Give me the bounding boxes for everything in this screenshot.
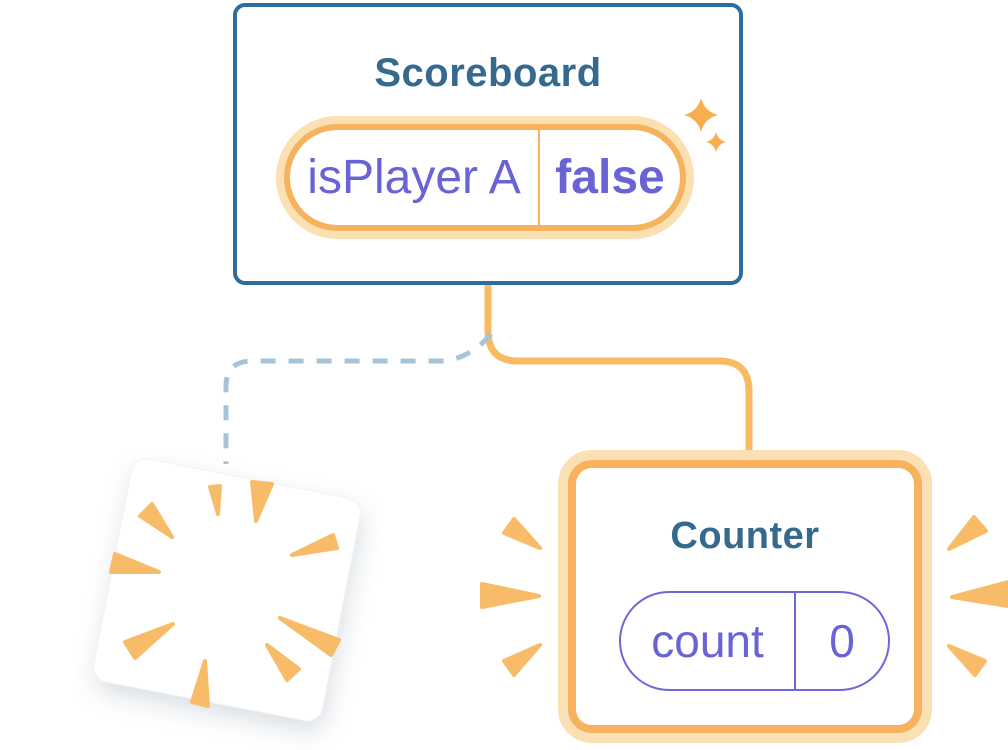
counter-card-inner: Counter count 0 <box>568 460 922 733</box>
counter-state-pill: count 0 <box>619 591 890 691</box>
pill-divider <box>794 593 796 689</box>
scoreboard-title: Scoreboard <box>374 51 602 95</box>
state-key-label: count <box>651 615 764 667</box>
scoreboard-card: Scoreboard isPlayer A false <box>233 3 743 285</box>
counter-burst-right-icon <box>947 515 1008 677</box>
scoreboard-to-counter-connector <box>484 284 753 455</box>
counter-burst-left-icon <box>480 517 542 677</box>
scoreboard-state-pill: isPlayer A false <box>284 124 686 231</box>
counter-title: Counter <box>670 515 820 557</box>
removed-component-card <box>90 455 364 725</box>
state-value-label: false <box>555 151 665 204</box>
scoreboard-to-removed-dashed-connector <box>223 332 493 464</box>
counter-card: Counter count 0 <box>558 450 932 743</box>
pill-divider <box>538 130 540 225</box>
state-key-label: isPlayer A <box>307 151 521 204</box>
state-value-label: 0 <box>829 615 855 667</box>
